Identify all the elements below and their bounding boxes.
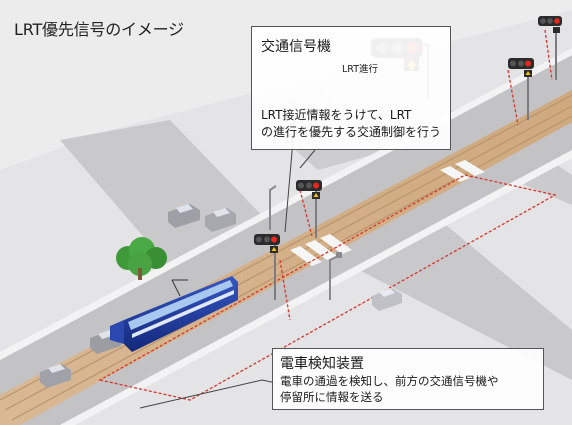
detector-description-line: 電車の通過を検知し、前方の交通信号機や (280, 374, 499, 388)
detector-callout-heading: 電車検知装置 (280, 356, 364, 372)
street-lamp (329, 255, 339, 300)
signal-callout: 交通信号機 LRT進行 LRT接近情報をうけて、LRT の進行を優先する交通制御… (251, 26, 451, 150)
detector-callout: 電車検知装置 電車の通過を検知し、前方の交通信号機や 停留所に情報を送る (272, 348, 544, 410)
lrt-tram (110, 276, 238, 352)
tree (116, 237, 167, 280)
car (40, 364, 71, 388)
traffic-signal-far (508, 58, 534, 120)
signal-callout-heading: 交通信号機 (261, 39, 331, 55)
detector-description-line: 停留所に情報を送る (280, 390, 384, 404)
car (205, 208, 236, 232)
detector-callout-description: 電車の通過を検知し、前方の交通信号機や 停留所に情報を送る (280, 373, 499, 405)
traffic-signal-mid (296, 180, 322, 238)
lamp-head (336, 252, 342, 258)
traffic-signal-farthest (538, 16, 562, 80)
street-lamp (269, 185, 277, 230)
signal-description-line: の進行を優先する交通制御を行う (261, 125, 442, 139)
car (372, 288, 402, 311)
signal-description-line: LRT接近情報をうけて、LRT (261, 108, 412, 122)
rail (11, 115, 572, 421)
detection-lines (98, 29, 557, 401)
cross-street-right (330, 220, 572, 380)
signal-callout-description: LRT接近情報をうけて、LRT の進行を優先する交通制御を行う (261, 107, 441, 141)
curb-far (60, 150, 572, 425)
traffic-signal-near (254, 234, 280, 300)
lrt-proceed-label: LRT進行 (342, 64, 379, 75)
diagram-title: LRT優先信号のイメージ (14, 20, 184, 39)
car (168, 204, 200, 228)
crosswalk (290, 160, 485, 266)
